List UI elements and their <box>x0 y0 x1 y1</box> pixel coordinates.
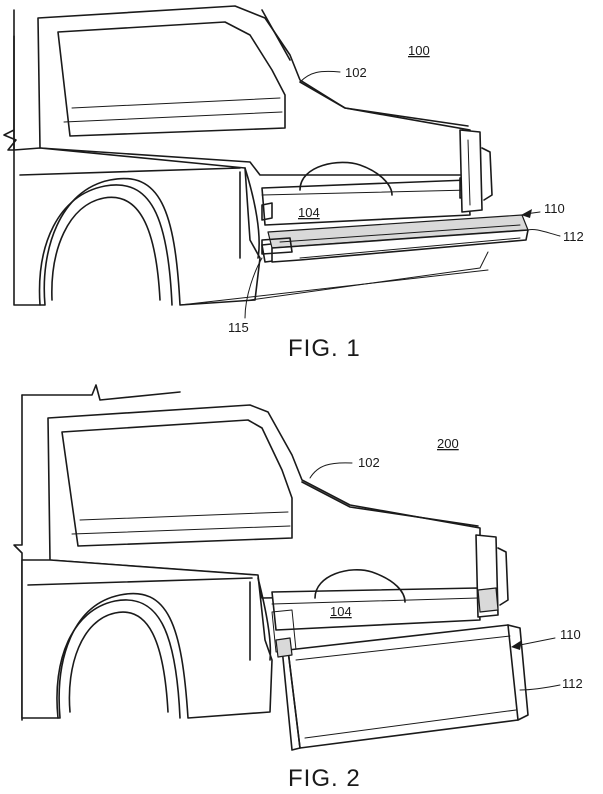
figure-caption: FIG. 2 <box>288 765 361 792</box>
leader-102 <box>299 70 341 83</box>
label-102: 102 <box>345 65 367 80</box>
label-102: 102 <box>358 455 380 470</box>
leader-112 <box>527 229 561 237</box>
bed-post-right <box>459 129 493 213</box>
arrowhead-110 <box>521 209 532 218</box>
label-104: 104 <box>330 604 352 619</box>
leader-112 <box>519 684 561 691</box>
bed-sidewall <box>13 147 489 306</box>
figure-caption: FIG. 1 <box>288 335 361 362</box>
label-112: 112 <box>562 676 583 691</box>
figure-1: 100 102 104 110 112 115 FIG. 1 <box>3 5 584 362</box>
label-110: 110 <box>544 201 565 216</box>
cab-body <box>3 5 471 176</box>
bed-floor <box>271 569 481 631</box>
leader-102 <box>309 462 353 479</box>
label-112: 112 <box>563 229 584 244</box>
arrowhead-110 <box>511 640 522 650</box>
bed-sidewall <box>21 559 273 719</box>
tailgate-panel-dropped <box>271 609 529 751</box>
bed-post-right <box>475 534 509 618</box>
label-110: 110 <box>560 627 581 642</box>
label-104: 104 <box>298 205 320 220</box>
label-115: 115 <box>228 320 249 335</box>
leader-110 <box>514 637 556 647</box>
figure-number-200: 200 <box>437 436 459 451</box>
figure-number-100: 100 <box>408 43 430 58</box>
leader-115 <box>244 257 263 319</box>
figure-2: 200 102 104 110 112 FIG. 2 <box>13 384 583 792</box>
